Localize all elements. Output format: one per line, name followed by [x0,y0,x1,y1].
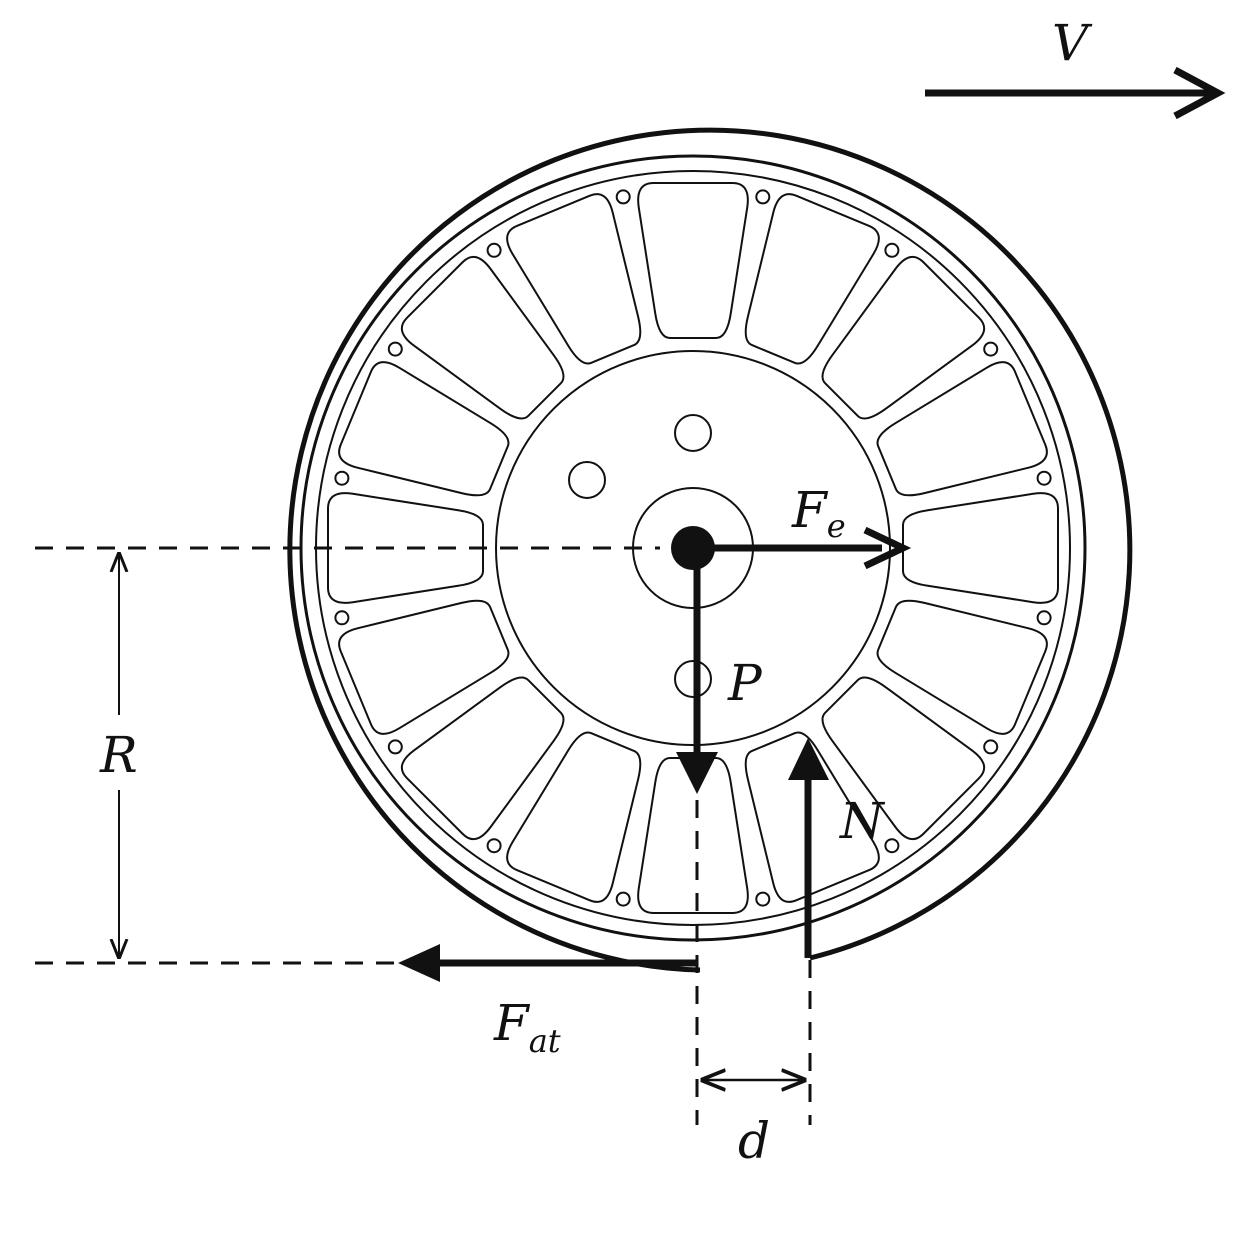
rim-bolt-hole [486,838,502,854]
spoke-pocket [876,361,1048,497]
spoke-pocket [821,676,986,841]
rim-bolt-hole [387,739,403,755]
spoke-pocket [744,731,880,903]
wheel [287,127,1133,973]
radius-dimension: R [99,554,138,957]
spoke-pocket [637,182,749,339]
electric-force-label: Fe [791,481,846,545]
rim-bolt-hole [884,838,900,854]
rim-bolt-hole [755,891,771,907]
normal-force-label: N [839,792,886,850]
spoke-pocket [637,757,749,914]
spoke-pocket [506,731,642,903]
rim-bolt-hole [1036,610,1052,626]
rim-bolt-hole [615,891,631,907]
rim-bolt-hole [334,470,350,486]
rim-bolt-hole [486,242,502,258]
spoke-pocket [338,599,510,735]
offset-dimension: d [703,1080,804,1170]
friction-force-label: Fat [493,994,561,1060]
electric-force-arrowhead [863,526,912,570]
spoke-pocket [506,193,642,365]
spoke-pocket [338,361,510,497]
spoke-pocket [327,492,484,604]
rim-bolt-hole [615,189,631,205]
hub-hole-left [568,461,606,499]
spoke-pocket [744,193,880,365]
spoke-pocket [821,255,986,420]
weight-arrowhead [676,752,718,794]
spoke-pockets [327,182,1059,914]
tire-outline [287,127,1133,973]
forces: Fe P N Fat [398,481,912,1060]
rim-bolt-hole [884,242,900,258]
spoke-pocket [902,492,1059,604]
axle-center-dot [671,526,715,570]
velocity-arrowhead [1173,66,1226,120]
velocity-vector: V [925,14,1226,120]
rim-bolt-hole [1036,470,1052,486]
hub-hole-top [674,414,712,452]
normal-force-arrowhead [788,738,829,780]
offset-label: d [738,1112,770,1170]
radius-label: R [99,726,138,784]
rim-bolt-hole [755,189,771,205]
weight-label: P [727,654,763,712]
rim-bolt-hole [983,341,999,357]
spoke-pocket [400,255,565,420]
rim-bolt-hole [983,739,999,755]
hub-disc [495,350,891,746]
rim-bolt-holes [334,189,1052,907]
spoke-pocket [876,599,1048,735]
rim-bolt-hole [334,610,350,626]
hub-hole-bottom [674,660,712,698]
velocity-label: V [1052,14,1093,72]
friction-force-arrowhead [398,944,440,982]
rim-bolt-hole [387,341,403,357]
spoke-pocket [400,676,565,841]
